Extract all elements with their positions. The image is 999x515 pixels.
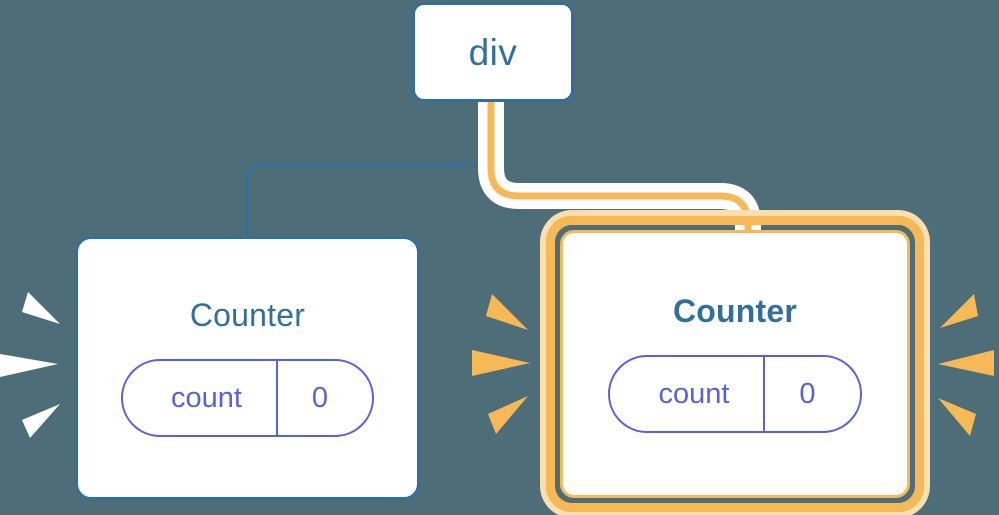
node-counter-left[interactable]: Counter count 0	[75, 236, 420, 500]
state-pill-counter-left[interactable]: count 0	[120, 359, 375, 437]
state-key: count	[658, 377, 730, 410]
state-value: 0	[275, 361, 372, 435]
sparkle-ray-icon	[488, 396, 528, 434]
sparkle-ray-icon	[0, 354, 58, 377]
state-key: count	[170, 381, 242, 414]
state-value: 0	[763, 357, 859, 431]
node-div-label: div	[468, 31, 518, 73]
sparkle-ray-icon	[22, 292, 60, 324]
node-counter-right[interactable]: Counter count 0	[560, 230, 910, 498]
sparkle-ray-icon	[940, 294, 978, 328]
sparkle-group-left-outer	[0, 292, 60, 438]
sparkle-group-middle	[472, 294, 530, 434]
node-div[interactable]: div	[412, 2, 574, 102]
node-counter-right-title: Counter	[672, 293, 798, 329]
node-counter-left-title: Counter	[189, 297, 306, 333]
sparkle-ray-icon	[938, 398, 976, 436]
edge-div-to-counter-left	[245, 100, 493, 240]
sparkle-ray-icon	[938, 350, 994, 376]
sparkle-group-right-outer	[938, 294, 994, 436]
sparkle-ray-icon	[486, 294, 528, 330]
sparkle-ray-icon	[22, 404, 60, 438]
sparkle-ray-icon	[472, 350, 530, 376]
state-pill-counter-right[interactable]: count 0	[608, 355, 862, 433]
